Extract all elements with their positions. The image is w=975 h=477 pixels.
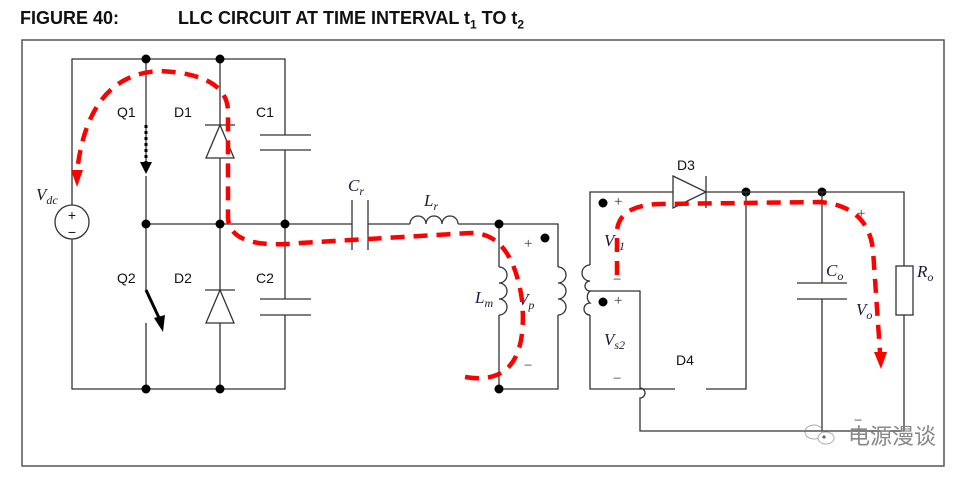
vs2-plus: + <box>614 293 622 309</box>
capacitor-cr-icon <box>351 200 369 250</box>
q2-switch-icon <box>144 289 165 332</box>
vp-plus: + <box>524 236 532 252</box>
resistor-ro-icon <box>895 265 914 316</box>
transformer-primary-icon <box>557 266 567 316</box>
watermark-text: 电源漫谈 <box>848 425 936 450</box>
arrowhead-icon <box>874 352 887 369</box>
vdc-label: Vdc <box>36 185 58 207</box>
figure-title: LLC CIRCUIT AT TIME INTERVAL t1 TO t2 <box>178 8 524 32</box>
inductor-lm-icon <box>498 266 508 316</box>
capacitor-c1-icon <box>260 134 311 151</box>
title-text: LLC CIRCUIT AT TIME INTERVAL t <box>178 8 470 28</box>
vs1-plus: + <box>614 194 622 210</box>
diode-d2-icon <box>205 288 235 324</box>
ro-label: Ro <box>916 262 933 284</box>
secondary-current-path <box>614 199 887 369</box>
d1-label: D1 <box>174 104 192 120</box>
junction-dots <box>141 54 827 394</box>
capacitor-c2-icon <box>260 298 311 316</box>
vo-label: Vo <box>856 300 872 322</box>
secondary-wiring <box>589 191 905 432</box>
d2-label: D2 <box>174 270 192 286</box>
title-sub1: 1 <box>469 17 477 32</box>
vdc-plus: + <box>68 207 76 223</box>
co-label: Co <box>826 261 843 283</box>
title-sub2: 2 <box>517 17 525 32</box>
transformer-secondary-icon <box>581 264 592 316</box>
vdc-source: + − <box>54 204 90 240</box>
figure-frame <box>21 39 945 467</box>
diode-d1-icon <box>205 123 235 159</box>
primary-current-path <box>71 68 526 381</box>
vs1-label: Vs1 <box>604 231 625 253</box>
inductor-lr-icon <box>409 215 459 225</box>
capacitor-co-icon <box>797 282 847 300</box>
vs1-minus: − <box>613 272 621 288</box>
arrowhead-icon <box>71 170 83 187</box>
q1-dotted-arrow-icon <box>140 125 152 174</box>
vp-minus: − <box>524 358 532 374</box>
figure-number: FIGURE 40: <box>20 8 120 28</box>
wechat-logo-icon <box>804 424 835 445</box>
cr-label: Cr <box>348 176 364 198</box>
c1-label: C1 <box>256 104 274 120</box>
vo-minus: − <box>854 413 862 429</box>
vs2-minus: − <box>613 371 621 387</box>
title-mid: TO t <box>476 8 518 28</box>
primary-wiring <box>71 58 559 390</box>
lr-label: Lr <box>423 191 438 213</box>
lm-label: Lm <box>474 288 493 310</box>
c2-label: C2 <box>256 270 274 286</box>
q2-label: Q2 <box>117 270 136 286</box>
d4-label: D4 <box>676 352 694 368</box>
vs2-label: Vs2 <box>604 330 625 352</box>
vo-plus: + <box>857 206 865 222</box>
d3-label: D3 <box>677 157 695 173</box>
q1-label: Q1 <box>117 104 136 120</box>
vdc-minus: − <box>68 224 76 240</box>
